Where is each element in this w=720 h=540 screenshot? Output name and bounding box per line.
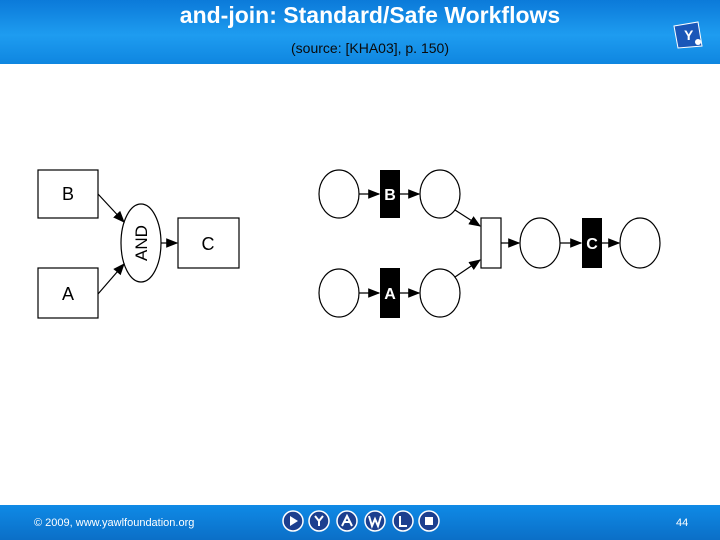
title-bar: and-join: Standard/Safe Workflows (sourc…: [0, 0, 720, 64]
slide-navigation: [280, 510, 440, 536]
place-before-a: [318, 268, 360, 318]
place-after-a: [419, 268, 461, 318]
yawl-logo-icon: Y: [673, 21, 703, 49]
slide-subtitle: (source: [KHA03], p. 150): [291, 40, 449, 56]
arrow-a-to-and: [97, 263, 125, 295]
logo-letter: Y: [684, 27, 694, 43]
task-c-label: C: [202, 234, 215, 254]
and-label: AND: [132, 225, 151, 261]
right-petri-net: B A C: [318, 169, 661, 318]
transition-a: [380, 268, 400, 318]
transition-a-label: A: [384, 286, 396, 303]
transition-c: [582, 218, 602, 268]
arc-5: [454, 209, 482, 227]
footer-bar: © 2009, www.yawlfoundation.org 44: [0, 505, 720, 540]
transition-c-label: C: [586, 236, 598, 253]
arrow-b-to-and: [97, 193, 125, 223]
stop-icon[interactable]: [418, 510, 440, 532]
place-after-c: [619, 217, 661, 269]
transition-b-label: B: [384, 187, 396, 204]
y-icon[interactable]: [308, 510, 330, 532]
a-icon[interactable]: [336, 510, 358, 532]
task-a-label: A: [62, 284, 74, 304]
place-before-b: [318, 169, 360, 219]
left-standard-workflow: B A AND C: [37, 169, 240, 319]
place-after-b: [419, 169, 461, 219]
place-before-c: [519, 217, 561, 269]
play-icon[interactable]: [282, 510, 304, 532]
task-a-box: [37, 267, 99, 319]
page-number: 44: [676, 517, 689, 529]
task-b-label: B: [62, 184, 74, 204]
transition-b: [380, 170, 400, 218]
task-b-box: [37, 169, 99, 219]
slide-title: and-join: Standard/Safe Workflows: [179, 2, 561, 28]
copyright-text: © 2009, www.yawlfoundation.org: [34, 517, 195, 529]
arc-6: [454, 259, 481, 278]
and-join-transition: [480, 217, 502, 269]
l-icon[interactable]: [392, 510, 414, 532]
task-c-box: [177, 217, 240, 269]
w-icon[interactable]: [364, 510, 386, 532]
